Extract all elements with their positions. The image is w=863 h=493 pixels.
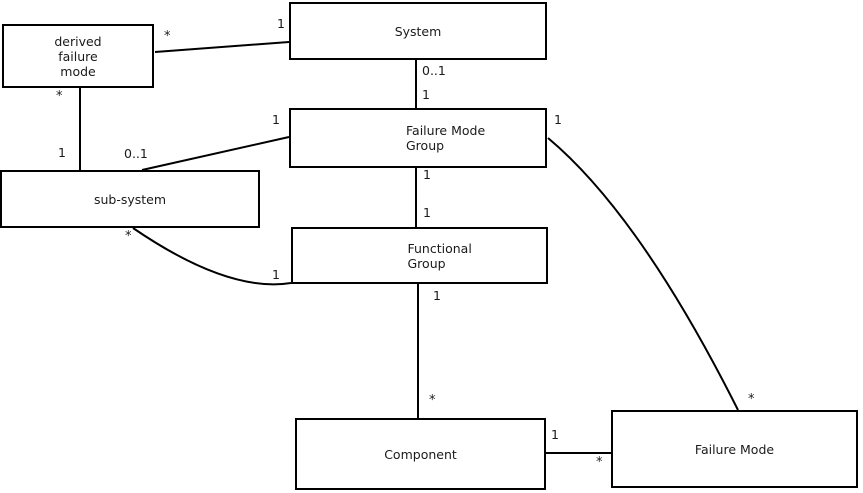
multiplicity-m-subsys-fg-near: * bbox=[125, 229, 132, 244]
association-sub-system-to-failure-mode-group[interactable] bbox=[141, 136, 290, 171]
class-box-derived-failure-mode[interactable] bbox=[2, 24, 154, 88]
multiplicity-m-fmg-fm-far: * bbox=[748, 392, 755, 407]
multiplicity-m-dfm-subsys-near: * bbox=[56, 89, 63, 104]
class-box-sub-system[interactable] bbox=[0, 170, 260, 228]
association-sub-system-to-functional-group[interactable] bbox=[132, 227, 292, 286]
class-box-functional-group[interactable] bbox=[291, 227, 548, 284]
multiplicity-m-fg-comp-near: 1 bbox=[433, 288, 441, 303]
multiplicity-m-fmg-fg-near: 1 bbox=[423, 167, 431, 182]
multiplicity-m-comp-fm-far: * bbox=[596, 455, 603, 470]
multiplicity-m-system-fmg-far: 1 bbox=[422, 87, 430, 102]
class-box-failure-mode-group[interactable] bbox=[289, 108, 547, 168]
multiplicity-m-fmg-fm-near: 1 bbox=[554, 112, 562, 127]
class-name-failure-mode-group: Failure Mode Group bbox=[406, 123, 486, 153]
multiplicity-m-fg-comp-far: * bbox=[429, 393, 436, 408]
multiplicity-m-system-fmg-near: 0..1 bbox=[422, 63, 446, 78]
multiplicity-m-dfm-system-far: 1 bbox=[277, 16, 285, 31]
multiplicity-m-subsys-fg-far: 1 bbox=[272, 267, 280, 282]
multiplicity-m-dfm-subsys-far: 1 bbox=[58, 145, 66, 160]
association-failure-mode-group-to-failure-mode[interactable] bbox=[547, 137, 739, 411]
multiplicity-m-fmg-fg-far: 1 bbox=[423, 205, 431, 220]
class-name-functional-group: Functional Group bbox=[407, 240, 472, 271]
class-box-system[interactable] bbox=[289, 2, 547, 60]
multiplicity-m-subsys-fmg-far: 1 bbox=[272, 112, 280, 127]
class-name-derived-failure-mode: derived failure mode bbox=[54, 33, 102, 79]
class-box-failure-mode[interactable] bbox=[611, 410, 858, 488]
association-derived-failure-mode-to-system[interactable] bbox=[154, 41, 290, 53]
multiplicity-m-comp-fm-near: 1 bbox=[551, 427, 559, 442]
class-name-system: System bbox=[394, 23, 442, 39]
class-name-sub-system: sub-system bbox=[93, 191, 167, 207]
multiplicity-m-subsys-fmg-near: 0..1 bbox=[124, 146, 148, 161]
class-box-component[interactable] bbox=[295, 418, 546, 490]
multiplicity-m-dfm-system-near: * bbox=[164, 29, 171, 44]
class-name-failure-mode: Failure Mode bbox=[694, 441, 775, 457]
class-name-component: Component bbox=[384, 446, 457, 462]
